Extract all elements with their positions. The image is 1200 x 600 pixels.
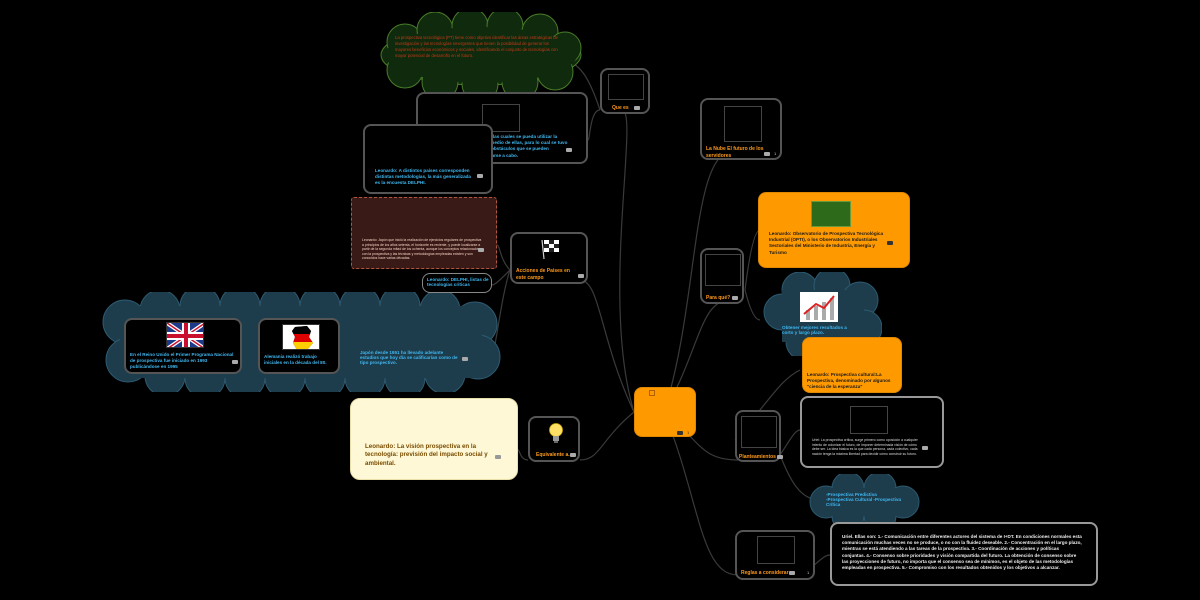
lightbulb-icon [549, 423, 563, 443]
resultados-text: Obtener mejores resultados a corto y lar… [782, 325, 847, 335]
delphi-lists-node[interactable]: Leonardo: DELPHI, listas de tecnologías … [422, 273, 492, 293]
germany-node[interactable]: Alemania realizó trabajo iniciales en la… [258, 318, 340, 374]
vision-prospectiva-note[interactable]: Leonardo: La visión prospectiva en la te… [350, 398, 518, 480]
nube-node[interactable]: La Nube El futuro de los servidores 1 [700, 98, 782, 160]
note-icon [777, 455, 783, 459]
note-icon [789, 571, 795, 575]
equivalente-label: Equivalente a.. [536, 452, 572, 458]
que-es-label: Que es [612, 105, 629, 111]
note-icon [566, 148, 572, 152]
japan-text: Japón desde 1951 ha llevado adelante est… [360, 350, 458, 365]
note-icon [477, 174, 483, 178]
note-icon [922, 446, 928, 450]
reglas-image [757, 536, 795, 564]
planteamientos-label: Planteamientos [739, 454, 776, 460]
reglas-note[interactable]: Uriel. Ellas son: 1.- Comunicación entre… [830, 522, 1098, 586]
checkered-flag-icon [541, 239, 559, 260]
germany-text: Alemania realizó trabajo iniciales en la… [264, 354, 327, 366]
link-count-badge: 1 [807, 570, 810, 575]
uriel-image [850, 406, 888, 434]
prospectiva-cultural-note[interactable]: Leonardo: Prospectiva cultural:La Prospe… [802, 337, 902, 393]
para-que-image [705, 254, 741, 286]
green-cloud-shape [380, 12, 582, 98]
central-topic[interactable]: 1 [634, 387, 696, 437]
delphi-note[interactable]: Leonardo: A distintos países corresponde… [363, 124, 493, 194]
note-icon [495, 455, 501, 459]
uk-node[interactable]: En el Reino Unido el Primer Programa Nac… [124, 318, 242, 374]
note-icon [570, 453, 576, 457]
reglas-node[interactable]: Reglas a considerar 1 [735, 530, 815, 580]
note-icon [887, 241, 893, 245]
para-que-label: Para qué? [706, 295, 731, 301]
uriel-critica-note[interactable]: Uriel: La prospectiva crítica, surge pri… [800, 396, 944, 468]
tipos-prospectiva-text: -Prospectiva Predictiva -Prospectiva Cul… [826, 492, 902, 507]
note-icon [634, 106, 640, 110]
growth-chart-icon [800, 292, 838, 322]
germany-map-icon [282, 324, 320, 350]
link-count-badge: 1 [687, 430, 690, 435]
opti-text: Leonardo: Observatorio de Prospectiva Te… [769, 231, 884, 255]
note-icon [462, 357, 468, 361]
acciones-node[interactable]: Acciones de Paises en este campo [510, 232, 588, 284]
note-icon [732, 296, 738, 300]
delphi-lists-label: Leonardo: DELPHI, listas de tecnologías … [427, 277, 489, 287]
link-count-badge: 1 [774, 151, 777, 156]
japan-history-text: Leonardo: Japón que inició la realizació… [362, 238, 482, 261]
nube-label: La Nube El futuro de los servidores [706, 146, 764, 159]
equivalente-node[interactable]: Equivalente a.. [528, 416, 580, 462]
reglas-label: Reglas a considerar [741, 570, 789, 576]
note-icon [677, 431, 683, 435]
green-cloud-note: La prospectiva tecnológica (PT) tiene co… [395, 35, 558, 58]
prospectiva-cultural-text: Leonardo: Prospectiva cultural:La Prospe… [807, 372, 891, 390]
japan-history-note[interactable]: Leonardo: Japón que inició la realizació… [351, 197, 497, 269]
planteamientos-node[interactable]: Planteamientos [735, 410, 783, 462]
note-icon [232, 360, 238, 364]
note-icon [764, 152, 770, 156]
uk-text: En el Reino Unido el Primer Programa Nac… [130, 352, 234, 370]
opti-note[interactable]: Leonardo: Observatorio de Prospectiva Te… [758, 192, 910, 268]
central-image [649, 390, 655, 396]
acciones-label: Acciones de Paises en este campo [516, 268, 570, 281]
delphi-note-text: Leonardo: A distintos países corresponde… [375, 168, 471, 186]
opti-image [811, 201, 851, 227]
planteamientos-image [741, 416, 777, 448]
reglas-text: Uriel. Ellas son: 1.- Comunicación entre… [842, 534, 1082, 570]
para-que-node[interactable]: Para qué? [700, 248, 744, 304]
vision-prospectiva-text: Leonardo: La visión prospectiva en la te… [365, 443, 488, 467]
que-es-image [608, 74, 644, 100]
que-es-node[interactable]: Que es [600, 68, 650, 114]
uriel-critica-text: Uriel: La prospectiva crítica, surge pri… [812, 438, 918, 456]
nube-image [724, 106, 762, 142]
uk-flag-icon [166, 322, 204, 348]
note-icon [578, 274, 584, 278]
note-icon [478, 248, 484, 252]
